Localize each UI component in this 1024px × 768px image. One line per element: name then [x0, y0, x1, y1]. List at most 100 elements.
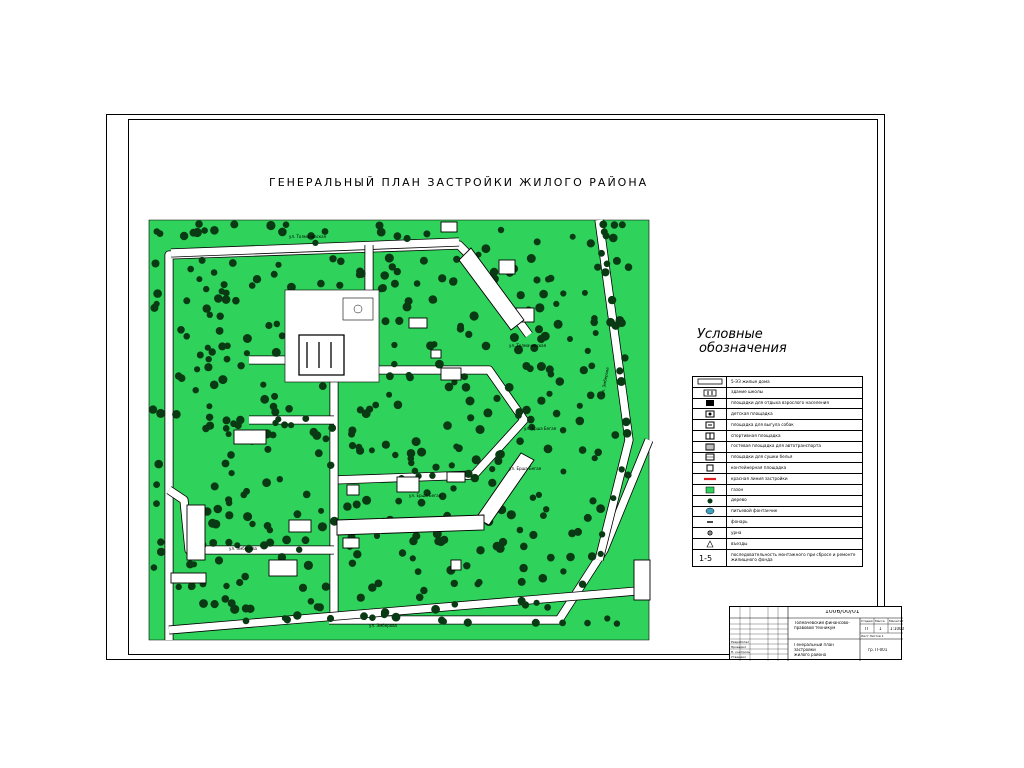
street-label: ул. Эмберова — [229, 546, 258, 551]
tree — [451, 601, 459, 608]
stamp-title-3: жилого района — [794, 653, 827, 657]
tree — [362, 495, 372, 505]
tree — [199, 599, 208, 608]
legend-item-label: урна — [731, 529, 742, 535]
residential-building — [440, 367, 462, 381]
tree — [337, 257, 345, 266]
tree — [151, 259, 160, 268]
residential-building — [186, 504, 206, 561]
tree — [624, 263, 633, 271]
tree — [587, 552, 597, 561]
tree — [260, 381, 267, 388]
tree — [177, 374, 186, 382]
tree — [278, 332, 286, 340]
tree — [432, 463, 440, 471]
tree — [388, 263, 396, 271]
tree — [417, 447, 427, 457]
tree — [560, 290, 567, 297]
stamp-org-1: Толмачевский финансово- — [794, 621, 850, 625]
tree — [528, 423, 536, 431]
tree — [602, 232, 610, 240]
tree — [537, 396, 546, 405]
residential-building — [233, 429, 267, 445]
school-icon — [693, 387, 727, 398]
tree — [271, 407, 280, 416]
tree — [302, 490, 311, 499]
tree — [578, 580, 587, 588]
street-label: ул. Ерша Бегая — [524, 426, 557, 431]
tree — [403, 234, 411, 243]
tree — [540, 331, 550, 341]
street-label: ул. Эмберова — [369, 623, 398, 628]
tree — [188, 583, 195, 591]
tree — [495, 450, 504, 459]
tree — [336, 281, 344, 289]
building-icon — [693, 377, 727, 387]
tree — [355, 271, 363, 279]
tree — [225, 431, 232, 438]
stamp-title-1: Генеральный план — [794, 643, 834, 647]
tree — [343, 502, 352, 511]
tree — [465, 396, 475, 406]
tree — [208, 518, 218, 528]
sequence-icon: 1-5 — [693, 549, 727, 566]
tree — [538, 573, 548, 583]
tree — [514, 345, 523, 355]
tree — [348, 426, 357, 435]
tree — [249, 520, 256, 528]
tree — [456, 325, 465, 333]
tree — [224, 342, 231, 350]
legend-item-label: гостевая площадка для автотранспорта — [731, 443, 821, 449]
tree — [546, 390, 553, 397]
tree — [374, 579, 383, 588]
tree — [607, 295, 617, 305]
tree — [210, 600, 219, 609]
tree — [414, 568, 422, 575]
buildings — [170, 221, 651, 601]
tree — [205, 421, 215, 430]
tree — [348, 442, 357, 450]
tree — [559, 427, 567, 434]
tree — [583, 513, 592, 522]
tree — [241, 572, 249, 581]
tree — [375, 221, 384, 230]
tree — [559, 619, 566, 627]
tree — [522, 362, 531, 370]
residential-building — [268, 559, 298, 577]
tree — [395, 316, 404, 325]
tree — [386, 391, 393, 398]
tree — [423, 230, 431, 238]
tree — [210, 482, 219, 491]
tree — [243, 512, 253, 522]
street-label: ул. Ерша Бегая — [509, 466, 542, 471]
stamp-title-2: застройки — [794, 648, 816, 652]
tree — [381, 440, 390, 449]
legend-row: здание школы — [693, 387, 862, 399]
tree — [440, 535, 449, 544]
stamp-code: 1006/00/01 — [825, 610, 860, 615]
tree — [243, 487, 250, 495]
tree — [288, 422, 295, 429]
tree — [296, 546, 303, 553]
tree — [489, 267, 499, 277]
legend-heading-line1: Условные — [697, 327, 763, 342]
stamp-stage-h0: Стадия — [861, 619, 873, 623]
tree — [156, 408, 166, 418]
tree — [221, 459, 230, 468]
tree — [610, 495, 617, 502]
legend-item-label: въезды — [731, 540, 748, 546]
tree — [448, 462, 455, 469]
tree — [415, 593, 424, 602]
stamp-stage-h1: Масса — [875, 619, 885, 623]
tree — [398, 549, 407, 557]
tree — [406, 449, 416, 458]
legend-item-label: фонарь — [731, 518, 748, 524]
tree — [461, 373, 468, 381]
svg-text:1-5: 1-5 — [699, 554, 712, 563]
tree — [269, 431, 277, 439]
tree — [366, 405, 374, 413]
tree — [393, 267, 401, 276]
